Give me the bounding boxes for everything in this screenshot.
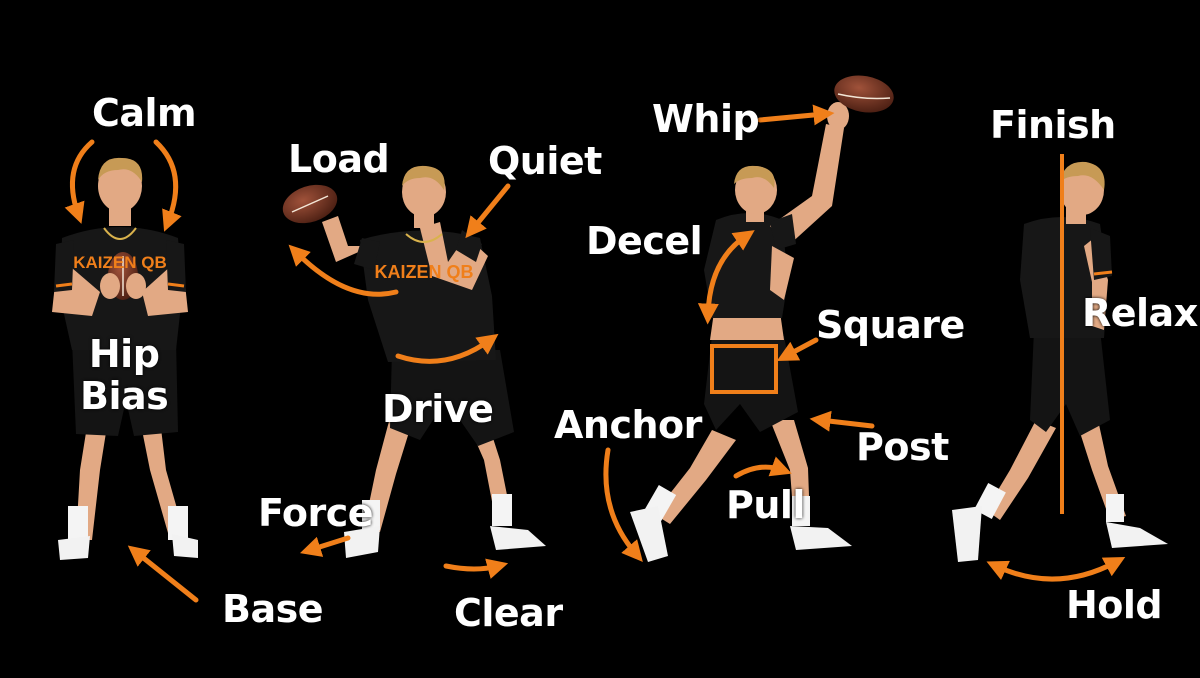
label-whip: Whip — [652, 97, 760, 141]
curved-arrow-icon — [697, 230, 755, 325]
straight-arrow-icon — [776, 337, 819, 361]
label-force: Force — [258, 491, 374, 535]
player-figure-stance — [52, 157, 198, 560]
label-hold: Hold — [1066, 583, 1163, 627]
label-quiet: Quiet — [488, 139, 602, 183]
label-base: Base — [222, 587, 324, 631]
label-post: Post — [856, 425, 949, 469]
label-calm: Calm — [92, 91, 197, 135]
label-bias: Bias — [80, 373, 169, 418]
annotation-layer — [64, 104, 1126, 603]
label-square: Square — [816, 303, 965, 347]
label-clear: Clear — [454, 591, 563, 635]
label-drive: Drive — [382, 387, 494, 431]
straight-arrow-icon — [757, 104, 835, 126]
player-figure-load — [282, 165, 546, 558]
label-relax: Relax — [1082, 291, 1198, 335]
curved-arrow-icon — [395, 333, 499, 364]
curved-arrow-icon — [986, 557, 1126, 582]
label-hip-bias: Hip Bias — [80, 332, 169, 418]
curved-arrow-icon — [733, 456, 792, 479]
square-box-icon — [710, 344, 778, 394]
label-anchor: Anchor — [554, 403, 702, 447]
curved-arrow-icon — [288, 244, 399, 297]
curved-arrow-icon — [153, 139, 182, 232]
curved-arrow-icon — [603, 447, 643, 562]
straight-arrow-icon — [127, 545, 199, 603]
label-hip: Hip — [88, 332, 160, 376]
curved-arrow-icon — [64, 139, 95, 224]
label-decel: Decel — [586, 219, 703, 263]
straight-arrow-icon — [465, 183, 511, 239]
straight-arrow-icon — [809, 410, 875, 432]
shirt-logo: KAIZEN QB — [73, 253, 167, 272]
curved-arrow-icon — [443, 558, 509, 579]
label-pull: Pull — [726, 483, 805, 527]
straight-arrow-icon — [299, 535, 351, 557]
label-load: Load — [288, 137, 390, 181]
shirt-logo: KAIZEN QB — [375, 262, 474, 282]
label-finish: Finish — [990, 103, 1116, 147]
